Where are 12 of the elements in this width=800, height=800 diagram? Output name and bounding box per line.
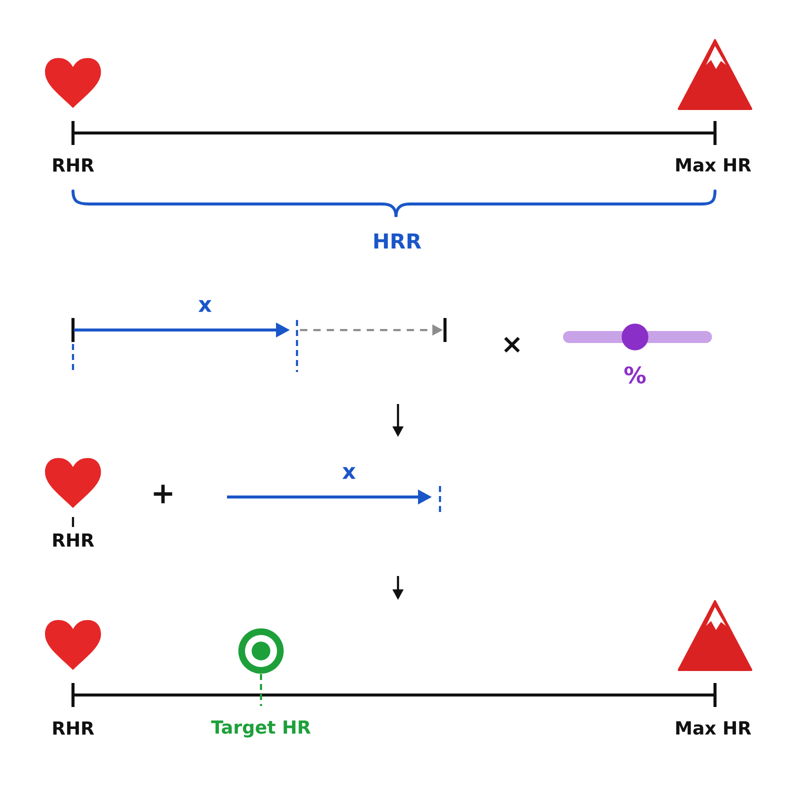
scale-label: RHR [53,158,94,172]
scale-label: RHR [53,533,94,547]
percent-label: % [624,366,646,384]
brace-label: HRR [374,233,422,249]
segment-label: x [198,300,212,312]
operator-sign: × [504,336,520,353]
scale-label: Max HR [676,158,752,172]
segment-label: x [342,467,356,479]
scale-label: RHR [53,721,94,735]
target-label: Target HR [211,720,311,738]
scale-label: Max HR [676,721,752,735]
operator-sign: + [154,484,172,504]
